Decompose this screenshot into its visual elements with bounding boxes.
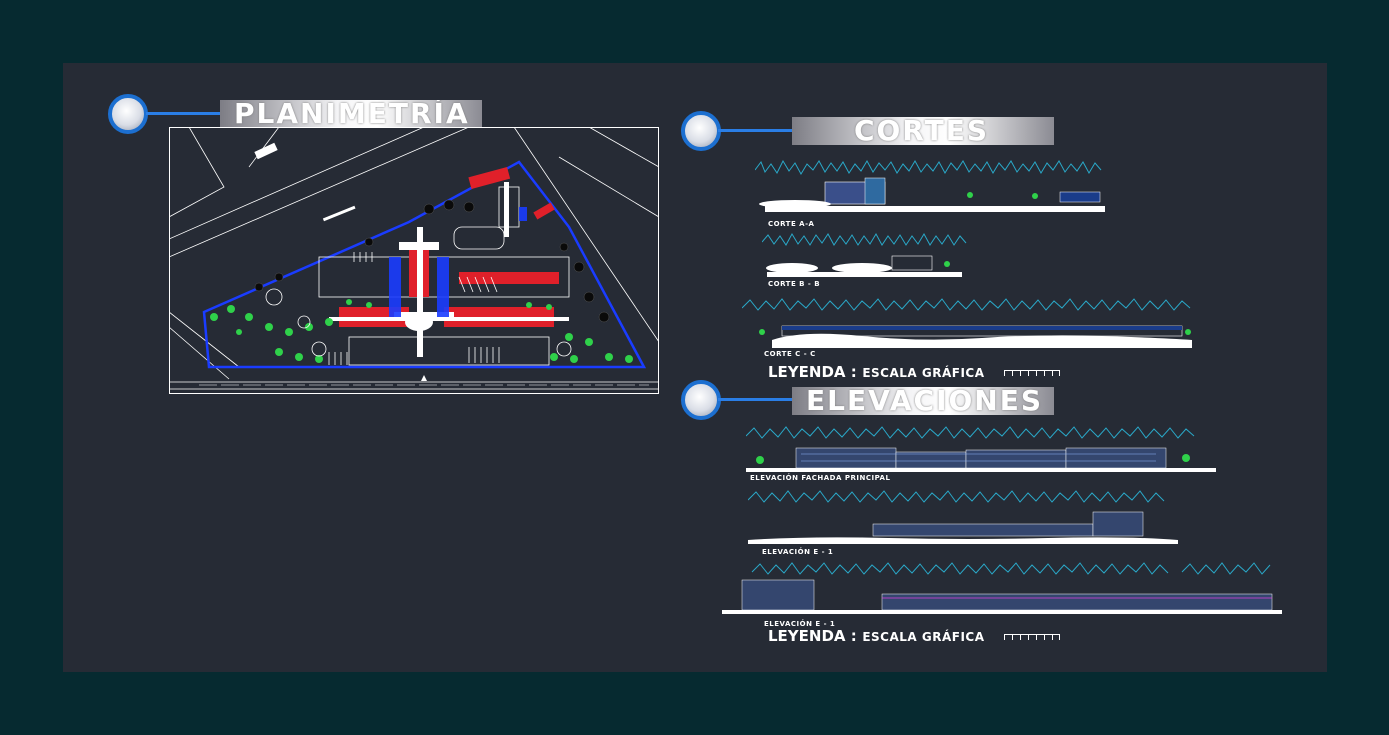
title-badge-icon: [681, 380, 721, 420]
elevaciones-legend: LEYENDA : ESCALA GRÁFICA: [768, 626, 985, 645]
badge-connector: [718, 129, 794, 132]
legend-scale: ESCALA GRÁFICA: [862, 630, 985, 644]
elevation-drawing-1[interactable]: [746, 424, 1216, 476]
elevation-label-2: ELEVACIÓN E - 1: [762, 548, 834, 556]
cortes-title: CORTES: [792, 117, 1054, 145]
cortes-legend: LEYENDA : ESCALA GRÁFICA: [768, 362, 985, 381]
section-label-b: CORTE B - B: [768, 280, 821, 288]
legend-scale: ESCALA GRÁFICA: [862, 366, 985, 380]
title-badge-icon: [108, 94, 148, 134]
badge-connector: [718, 398, 794, 401]
planimetria-title: PLANIMETRÍA: [220, 100, 482, 128]
scale-bar-icon: [1004, 634, 1060, 640]
elevation-label-1: ELEVACIÓN FACHADA PRINCIPAL: [750, 474, 891, 482]
section-drawing-c[interactable]: [742, 296, 1198, 354]
section-drawing-b[interactable]: [762, 232, 970, 282]
legend-word: LEYENDA :: [768, 627, 857, 645]
elevaciones-title: ELEVACIONES: [792, 387, 1054, 415]
scale-bar-icon: [1004, 370, 1060, 376]
elevation-label-3: ELEVACIÓN E - 1: [764, 620, 836, 628]
badge-connector: [146, 112, 222, 115]
section-label-c: CORTE C - C: [764, 350, 816, 358]
elevation-drawing-2[interactable]: [748, 488, 1183, 548]
site-plan[interactable]: [169, 127, 659, 394]
legend-word: LEYENDA :: [768, 363, 857, 381]
elevation-drawing-3[interactable]: [722, 560, 1282, 620]
section-label-a: CORTE A-A: [768, 220, 815, 228]
title-badge-icon: [681, 111, 721, 151]
north-arrow-icon: [421, 375, 427, 381]
section-drawing-a[interactable]: [755, 158, 1105, 218]
